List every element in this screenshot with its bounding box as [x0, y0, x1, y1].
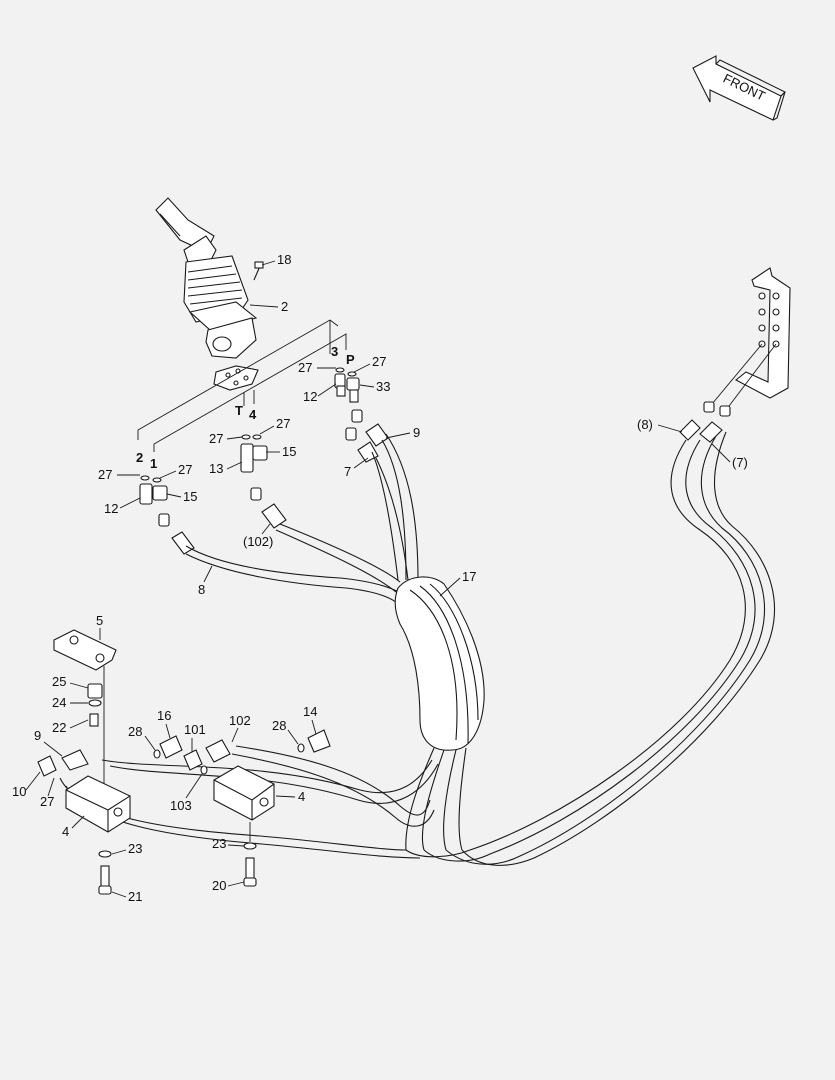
bolt-18 — [253, 261, 264, 281]
callout-18: 18 — [277, 252, 291, 267]
callout-21: 21 — [128, 889, 142, 904]
mount-plate-5 — [53, 629, 117, 671]
callout-15a: 15 — [282, 444, 296, 459]
bolt-20-washer-23 — [243, 842, 257, 887]
callout-23b: 23 — [212, 836, 226, 851]
callout-27b: 27 — [372, 354, 386, 369]
callout-33: 33 — [376, 379, 390, 394]
callout-28b: 28 — [272, 718, 286, 733]
callout-102b: 102 — [229, 713, 251, 728]
callout-12a: 12 — [303, 389, 317, 404]
hose-bundle — [185, 433, 419, 613]
callout-27g: 27 — [40, 794, 54, 809]
port-2-label: 2 — [136, 450, 143, 465]
fittings-12-33-upper — [334, 367, 360, 403]
callout-22: 22 — [52, 720, 66, 735]
callout-16: 16 — [157, 708, 171, 723]
protective-sleeve-17 — [394, 576, 485, 751]
callout-7a: 7 — [344, 464, 351, 479]
callout-27f: 27 — [178, 462, 192, 477]
callout-28a: 28 — [128, 724, 142, 739]
hose-fittings-9-7 — [345, 409, 389, 463]
joystick-assembly — [155, 197, 258, 359]
port-leader-frame — [137, 319, 347, 452]
port-T-label: T — [235, 403, 243, 418]
callout-9b: 9 — [34, 728, 41, 743]
hose-end-9-left — [37, 749, 89, 777]
callout-24: 24 — [52, 695, 66, 710]
bulkhead-fittings — [679, 401, 731, 443]
sleeve-stripes — [409, 583, 479, 745]
callout-25: 25 — [52, 674, 66, 689]
fittings-13-15 — [240, 434, 268, 501]
callout-17: 17 — [462, 569, 476, 584]
callout-2: 2 — [281, 299, 288, 314]
callout-101: 101 — [184, 722, 206, 737]
fittings-16-101 — [153, 735, 231, 775]
fittings-12-15-lower — [139, 475, 170, 527]
callout-27e: 27 — [98, 467, 112, 482]
callout-8p: (8) — [637, 417, 653, 432]
callout-102a: (102) — [243, 534, 273, 549]
callout-20: 20 — [212, 878, 226, 893]
fittings-28-14 — [297, 729, 331, 753]
callout-103: 103 — [170, 798, 192, 813]
valve-plate — [213, 365, 259, 391]
callout-14: 14 — [303, 704, 317, 719]
callout-12b: 12 — [104, 501, 118, 516]
callout-4b: 4 — [298, 789, 305, 804]
port-P-label: P — [346, 352, 355, 367]
front-arrow: FRONT — [692, 55, 786, 121]
hose-end-102 — [261, 503, 287, 529]
callout-10: 10 — [12, 784, 26, 799]
hose-end-8 — [171, 531, 195, 555]
port-4-label: 4 — [249, 407, 257, 422]
callout-7p: (7) — [732, 455, 748, 470]
port-1-label: 1 — [150, 456, 157, 471]
callout-9a: 9 — [413, 425, 420, 440]
bolt-21-washer-23 — [98, 850, 112, 895]
main-hoses — [59, 431, 775, 866]
valve-block-left — [65, 775, 131, 833]
parts-25-24-22 — [87, 683, 103, 727]
callout-15b: 15 — [183, 489, 197, 504]
plate-holes — [225, 368, 249, 386]
callout-4a: 4 — [62, 824, 69, 839]
port-3-label: 3 — [331, 344, 338, 359]
callout-13: 13 — [209, 461, 223, 476]
callout-27d: 27 — [276, 416, 290, 431]
callout-23a: 23 — [128, 841, 142, 856]
callout-27c: 27 — [209, 431, 223, 446]
callout-27a: 27 — [298, 360, 312, 375]
valve-block-right — [213, 765, 275, 821]
mounting-bracket — [735, 267, 791, 399]
callout-5: 5 — [96, 613, 103, 628]
callout-8: 8 — [198, 582, 205, 597]
